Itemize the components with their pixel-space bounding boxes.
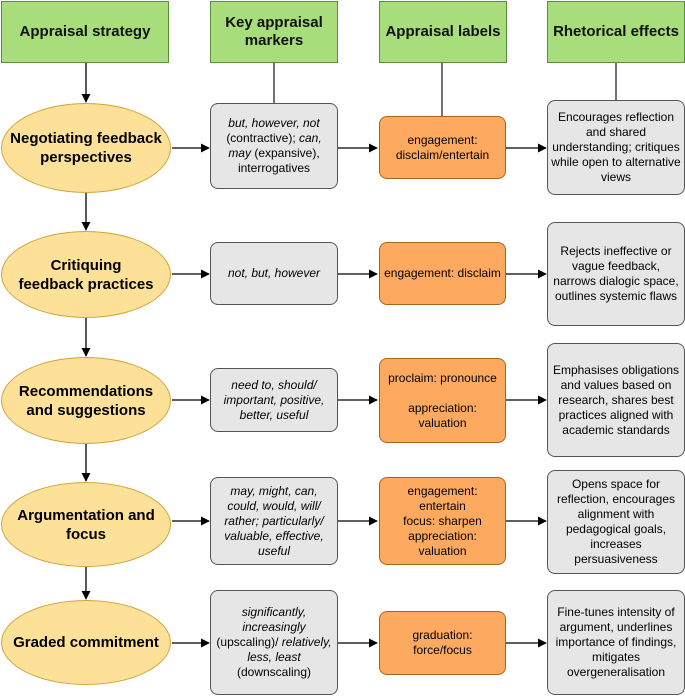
markers-text: significantly, increasingly (upscaling)/…	[214, 605, 334, 680]
label-text: engagement: entertain focus: sharpen app…	[383, 484, 502, 559]
markers-node: may, might, can, could, would, will/ rat…	[210, 477, 338, 565]
marker-fragment: may, might, can, could, would, will/ rat…	[224, 483, 324, 558]
effect-node: Opens space for reflection, encourages a…	[547, 470, 685, 574]
markers-node: not, but, however	[210, 242, 338, 305]
header-appraisal-labels: Appraisal labels	[379, 1, 507, 63]
label-node: proclaim: pronounce appreciation: valuat…	[379, 358, 506, 443]
label-line: appreciation: valuation	[408, 400, 477, 430]
label-line: appreciation: valuation	[408, 528, 477, 558]
markers-text: may, might, can, could, would, will/ rat…	[214, 484, 334, 559]
strategy-node: Recommendations and suggestions	[1, 357, 171, 444]
effect-text: Emphasises obligations and values based …	[552, 362, 680, 437]
markers-node: but, however, not (contractive); can, ma…	[210, 103, 338, 189]
label-line	[383, 386, 502, 401]
label-line: graduation: force/focus	[412, 628, 473, 657]
label-line: engagement: entertain	[407, 483, 478, 513]
header-appraisal-strategy-text: Appraisal strategy	[19, 23, 151, 40]
strategy-text: Graded commitment	[13, 634, 159, 651]
marker-fragment: but, however, not	[228, 116, 320, 130]
marker-fragment: relatively, less, least	[247, 635, 332, 664]
marker-fragment: may	[228, 146, 251, 160]
header-rhetorical-effects-text: Rhetorical effects	[553, 23, 679, 40]
marker-fragment: significantly, increasingly	[241, 605, 307, 634]
effect-text: Encourages reflection and shared underst…	[551, 110, 681, 184]
markers-node: need to, should/ important, positive, be…	[210, 368, 338, 432]
strategy-text: Recommendations and suggestions	[18, 382, 154, 419]
marker-fragment: need to, should/ important, positive, be…	[223, 377, 325, 422]
header-key-appraisal-markers: Key appraisal markers	[210, 1, 338, 63]
effect-text: Fine-tunes intensity of argument, underl…	[555, 605, 677, 679]
marker-fragment: (expansive), interrogatives	[237, 146, 320, 175]
label-node: graduation: force/focus	[379, 611, 506, 675]
effect-text: Opens space for reflection, encourages a…	[556, 477, 676, 566]
label-node: engagement: entertain focus: sharpen app…	[379, 477, 506, 565]
label-text: proclaim: pronounce appreciation: valuat…	[383, 371, 502, 431]
header-appraisal-strategy: Appraisal strategy	[1, 1, 169, 63]
marker-fragment: (contractive);	[226, 131, 299, 145]
header-key-appraisal-markers-text: Key appraisal markers	[225, 14, 323, 49]
label-line: engagement: disclaim	[384, 266, 501, 280]
label-line: engagement: disclaim/entertain	[395, 132, 490, 162]
label-text: graduation: force/focus	[383, 628, 502, 658]
marker-fragment: can,	[299, 131, 322, 145]
markers-text: not, but, however	[214, 266, 334, 281]
strategy-node: Argumentation and focus	[1, 482, 171, 567]
effect-node: Encourages reflection and shared underst…	[547, 100, 685, 195]
markers-node: significantly, increasingly (upscaling)/…	[210, 590, 338, 695]
effect-node: Rejects ineffective or vague feedback, n…	[547, 222, 685, 326]
label-node: engagement: disclaim/entertain	[379, 116, 506, 179]
effect-node: Fine-tunes intensity of argument, underl…	[547, 590, 685, 695]
effect-node: Emphasises obligations and values based …	[547, 343, 685, 457]
marker-fragment: (downscaling)	[236, 665, 312, 679]
markers-text: but, however, not (contractive); can, ma…	[214, 116, 334, 176]
label-line: focus: sharpen	[403, 513, 482, 528]
label-line: proclaim: pronounce	[388, 370, 497, 385]
strategy-node: Negotiating feedback perspectives	[1, 103, 171, 193]
strategy-text: Negotiating feedback perspectives	[10, 130, 162, 166]
strategy-text: Argumentation and focus	[17, 506, 155, 543]
effect-text: Rejects ineffective or vague feedback, n…	[553, 244, 679, 303]
markers-text: need to, should/ important, positive, be…	[214, 378, 334, 423]
strategy-node: Critiquing feedback practices	[1, 231, 171, 318]
header-appraisal-labels-text: Appraisal labels	[385, 23, 501, 40]
label-text: engagement: disclaim	[383, 266, 502, 281]
header-rhetorical-effects: Rhetorical effects	[547, 1, 685, 63]
strategy-text: Critiquing feedback practices	[18, 256, 154, 293]
strategy-node: Graded commitment	[1, 600, 171, 685]
marker-fragment: not, but, however	[227, 266, 321, 280]
marker-fragment: (upscaling)/	[216, 635, 282, 649]
label-text: engagement: disclaim/entertain	[383, 133, 502, 163]
label-node: engagement: disclaim	[379, 242, 506, 305]
